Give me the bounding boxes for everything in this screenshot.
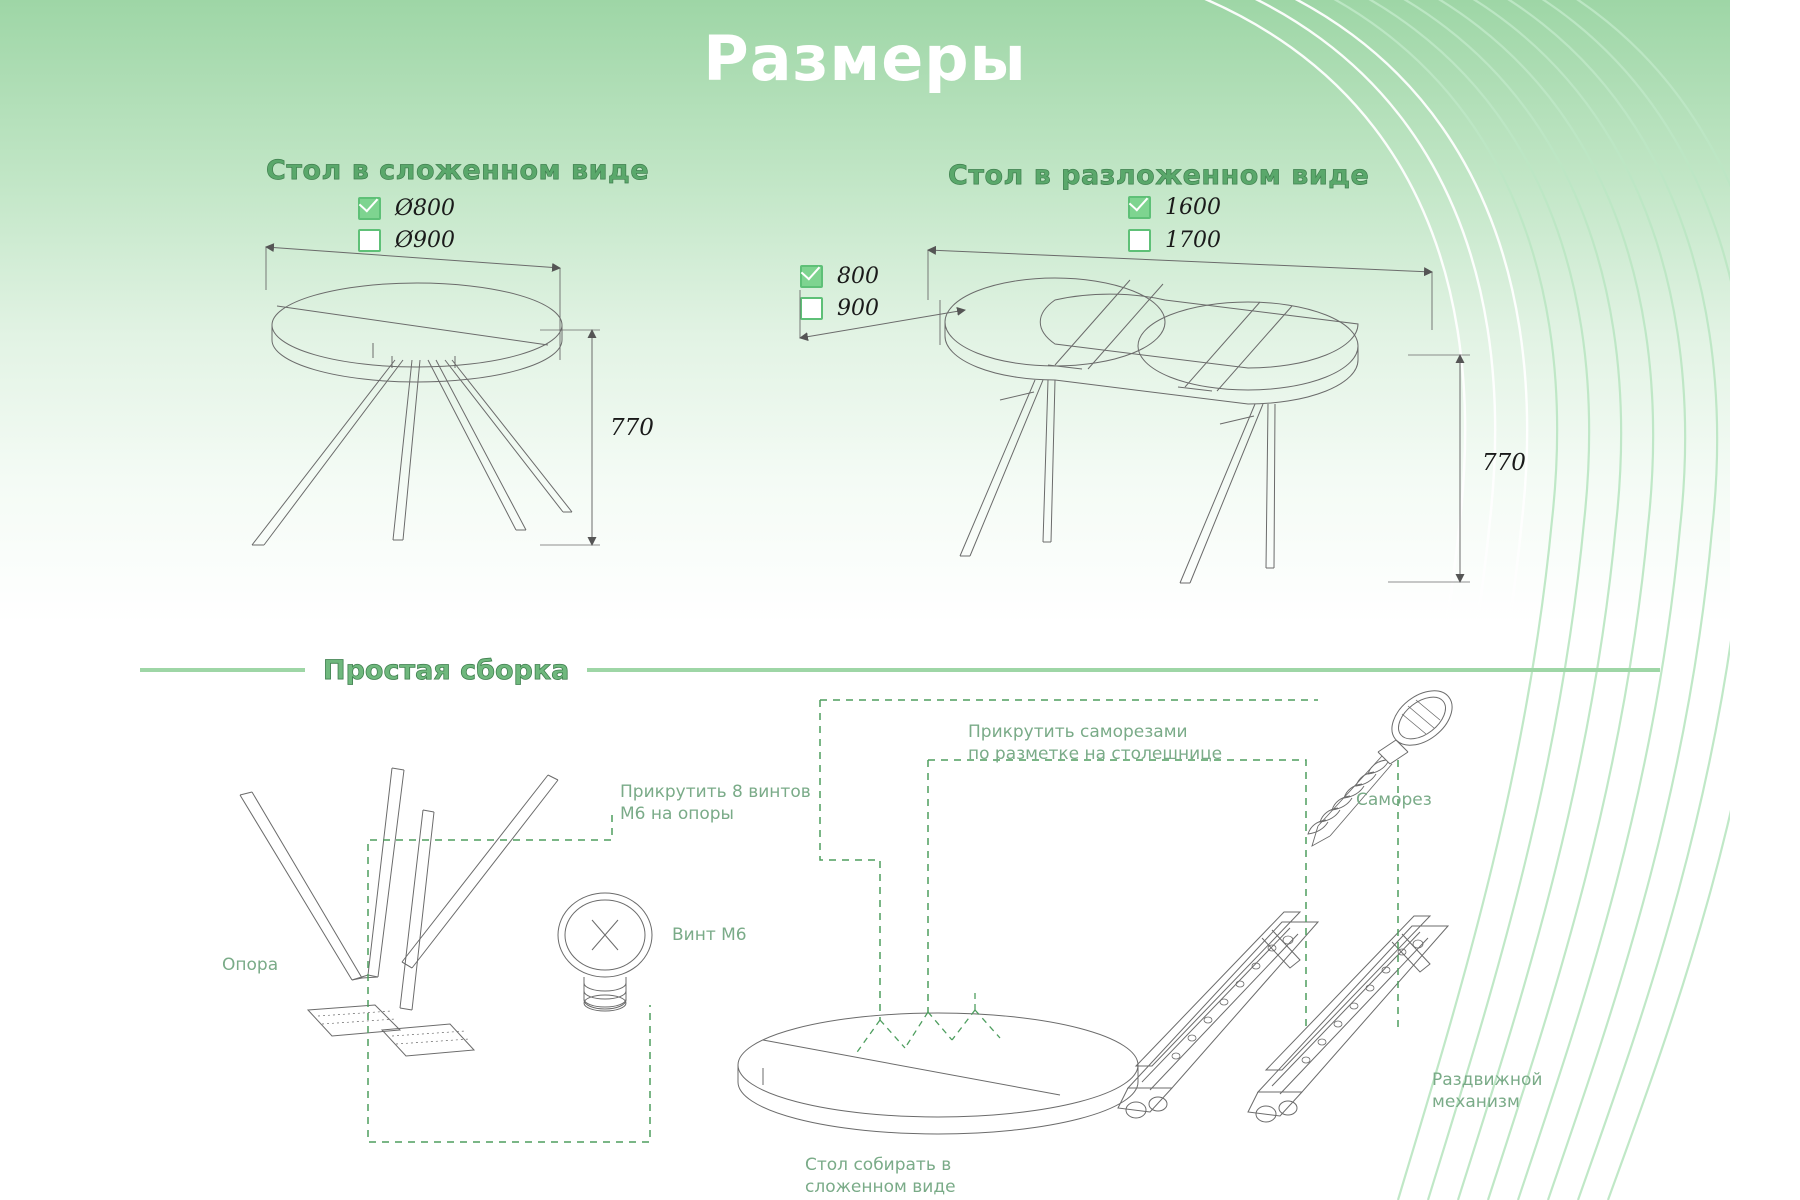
assembly-section-header: Простая сборка (140, 654, 1660, 686)
label-bolt-note: Прикрутить 8 винтов М6 на опоры (620, 782, 811, 824)
checkbox-checked-icon[interactable] (800, 265, 823, 288)
checkbox-unchecked-icon[interactable] (1128, 229, 1151, 252)
option-label: 900 (837, 296, 879, 321)
option-label: 1600 (1165, 195, 1221, 220)
option-width-900[interactable]: 900 (800, 296, 879, 321)
checkbox-unchecked-icon[interactable] (800, 297, 823, 320)
option-label: Ø900 (395, 228, 456, 253)
page-title: Размеры (703, 22, 1027, 95)
option-label: Ø800 (395, 196, 456, 221)
label-assemble-note: Стол собирать в сложенном виде (805, 1155, 956, 1197)
divider-left (140, 668, 305, 672)
section-title-folded: Стол в сложенном виде (266, 155, 650, 187)
dimension-height-folded: 770 (610, 415, 654, 441)
option-width-800[interactable]: 800 (800, 264, 879, 289)
label-screw-note: Прикрутить саморезами по разметке на сто… (968, 722, 1223, 764)
label-screw: Саморез (1356, 790, 1432, 810)
option-length-1700[interactable]: 1700 (1128, 228, 1221, 253)
section-title-unfolded: Стол в разложенном виде (948, 160, 1370, 192)
label-mechanism: Раздвижной механизм (1432, 1070, 1543, 1112)
option-label: 800 (837, 264, 879, 289)
divider-right (587, 668, 1660, 672)
checkbox-checked-icon[interactable] (1128, 196, 1151, 219)
option-label: 1700 (1165, 228, 1221, 253)
checkbox-unchecked-icon[interactable] (358, 229, 381, 252)
checkbox-checked-icon[interactable] (358, 197, 381, 220)
option-diameter-800[interactable]: Ø800 (358, 196, 455, 221)
right-white-margin (1730, 0, 1800, 1200)
option-diameter-900[interactable]: Ø900 (358, 228, 455, 253)
assembly-title: Простая сборка (323, 654, 570, 686)
label-leg: Опора (222, 955, 279, 975)
dimension-height-unfolded: 770 (1482, 450, 1526, 476)
option-length-1600[interactable]: 1600 (1128, 195, 1221, 220)
label-bolt: Винт М6 (672, 925, 747, 945)
